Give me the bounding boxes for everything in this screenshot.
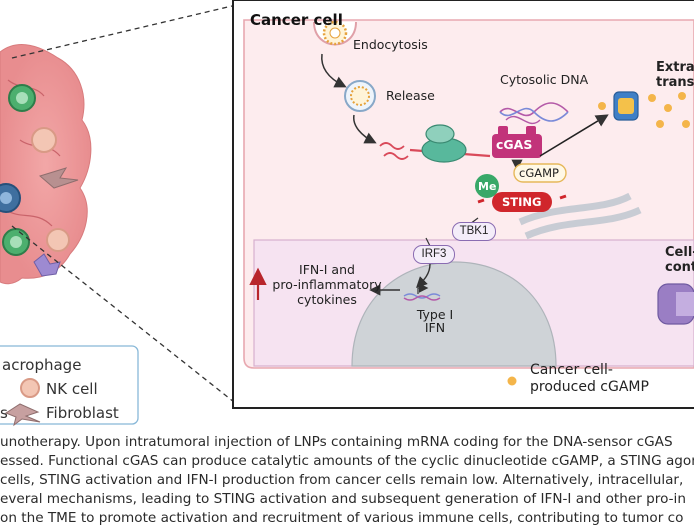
caption-line-1: unotherapy. Upon intratumoral injection … [0,434,673,450]
cgamp-dot-icon [507,376,517,386]
cgamp-legend-line1: Cancer cell- [530,362,613,378]
mrna-icon [379,142,405,150]
legend-partial-s: s [0,404,8,422]
me-icon [475,174,499,198]
sting-protein [492,192,552,212]
endocytosis-label: Endocytosis [353,37,428,52]
fibroblast-legend-icon [4,403,41,427]
me-label: Me [478,180,497,193]
cgamp-pill [513,163,567,183]
nucleus [351,261,557,367]
tumor-mass [0,44,92,285]
tbk1-pill: TBK1 [452,222,496,241]
release-label: Release [386,88,435,103]
ifn-line1: IFN-I and [299,262,355,277]
legend-fibroblast: Fibroblast [46,404,119,422]
extracellular-line2: transf [656,75,694,90]
ifn-line2: pro-inflammatory [272,277,382,292]
cell-legend-box [0,345,139,425]
ifn-line3: cytokines [297,292,357,307]
caption-line-4: everal mechanisms, leading to STING acti… [0,491,686,507]
zoom-line-top [11,5,233,59]
nk-cell-legend-icon [20,378,40,398]
irf3-pill: IRF3 [413,245,455,264]
legend-macrophage: acrophage [2,356,82,374]
legend-nk-cell: NK cell [46,380,98,398]
released-lnp-icon [350,86,370,106]
type1-line2: IFN [424,320,446,335]
caption-line-5: on the TME to promote activation and rec… [0,510,684,526]
cgamp-label: cGAMP [519,166,559,180]
nk-cell-icon [31,127,57,153]
zoom-line-bottom [11,225,235,403]
cgas-label: cGAS [496,137,533,152]
extracellular-line1: Extrac [656,60,694,75]
cgas-protein [492,134,542,158]
er-membrane [518,192,632,226]
caption-line-2: essed. Functional cGAS can produce catal… [0,453,694,469]
nuclear-dna-icon [403,293,441,299]
cytosolic-dna-label: Cytosolic DNA [500,72,589,87]
cancer-cell-title: Cancer cell [250,11,343,29]
cgamp-legend-line2: produced cGAMP [530,379,649,395]
sting-label: STING [502,195,542,209]
type1-line1: Type I [416,307,454,322]
caption-line-3: cells, STING activation and IFN-I produc… [0,472,684,488]
cellcell-line1: Cell- [665,245,694,260]
cellcell-line2: conta [665,260,694,275]
